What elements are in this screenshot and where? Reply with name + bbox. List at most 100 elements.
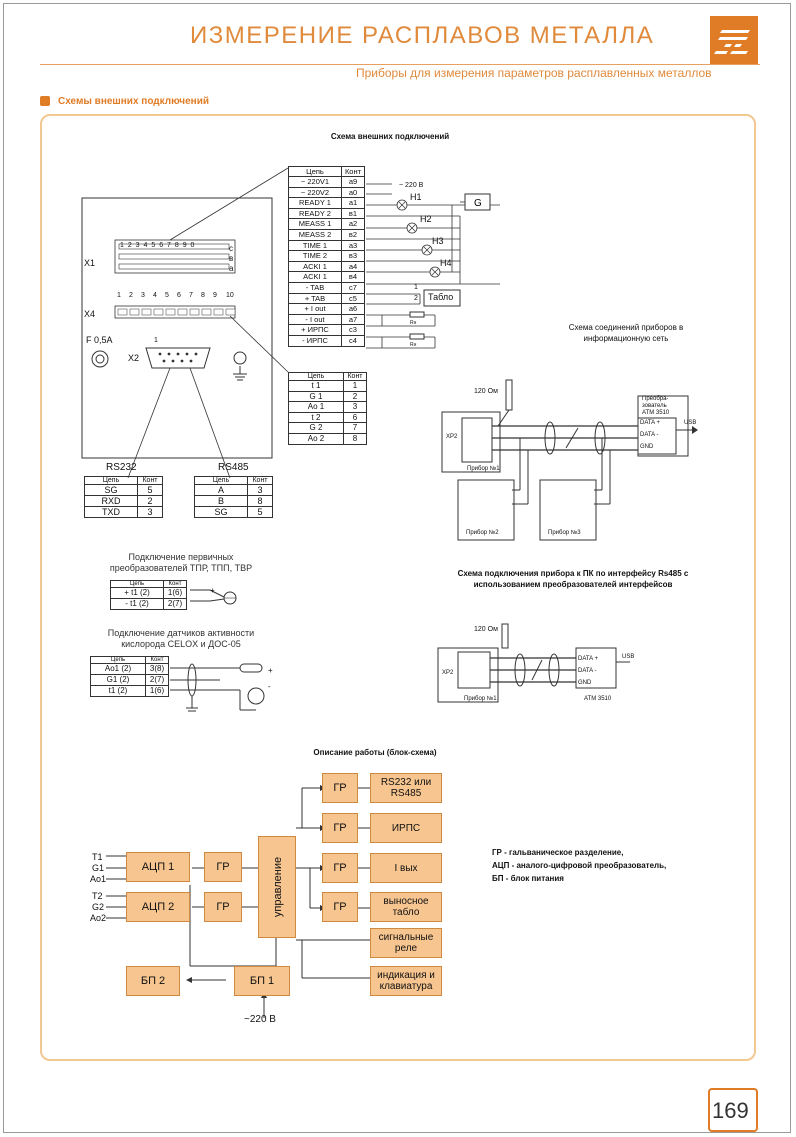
table-cell: 3 xyxy=(247,484,273,496)
table-cell: TXD xyxy=(84,506,138,518)
table-cell: - ИРПС xyxy=(288,334,342,347)
table-cell: B xyxy=(194,495,248,507)
input-ao2: Ao2 xyxy=(90,913,107,923)
output-irps: ИРПС xyxy=(370,813,442,843)
table-cell: A xyxy=(194,484,248,496)
table-cell: в4 xyxy=(341,271,365,283)
control-label: управление xyxy=(272,856,284,918)
pc-caption: Схема подключения прибора к ПК по интерф… xyxy=(457,569,689,589)
legend-line: АЦП - аналого-цифровой преобразователь, xyxy=(492,861,667,870)
pc-device: Прибор №1 xyxy=(464,696,497,702)
tablo-pin-2: 2 xyxy=(414,295,418,302)
rs485-title: RS485 xyxy=(218,462,249,473)
output-tablo: выносное табло xyxy=(370,892,442,922)
network-xp2: XP2 xyxy=(446,434,458,440)
tablo-label: Табло xyxy=(428,292,454,302)
table-cell: READY 1 xyxy=(288,197,342,209)
table-cell: a3 xyxy=(341,239,365,252)
table-cell: ACKI 1 xyxy=(288,260,342,273)
gr-block-adc2: ГР xyxy=(204,892,242,922)
table-header: Конт xyxy=(343,372,367,381)
input-ao1: Ao1 xyxy=(90,874,107,884)
psu1-block: БП 1 xyxy=(234,966,290,996)
legend-line: БП - блок питания xyxy=(492,874,564,883)
supply-220: ~220 В xyxy=(244,1014,276,1025)
x4-num: 5 xyxy=(165,292,169,299)
table-cell: SG xyxy=(194,506,248,518)
page-subtitle: Приборы для измерения параметров расплав… xyxy=(356,66,712,80)
lamp-h1: H1 xyxy=(410,192,422,202)
pc-converter: АТМ 3510 xyxy=(584,696,612,702)
table-cell: 3(8) xyxy=(145,663,169,675)
table-cell: READY 2 xyxy=(288,207,342,220)
table-cell: ~ 220V1 xyxy=(288,176,342,188)
pc-diagram xyxy=(437,623,630,703)
header-divider xyxy=(40,64,760,65)
content-panel xyxy=(40,114,756,1061)
thermocouple-symbol xyxy=(190,589,237,605)
table-cell: a7 xyxy=(341,313,365,326)
table-cell: t 2 xyxy=(288,411,344,424)
table-row: + t1 (2)1(6) xyxy=(110,587,187,599)
pc-gnd: GND xyxy=(578,680,592,686)
resistor-label: Rн xyxy=(410,320,417,326)
primary-plus: + xyxy=(210,586,215,595)
gr-block-out2: ГР xyxy=(322,813,358,843)
adc1-block: АЦП 1 xyxy=(126,852,190,882)
table-cell: + t1 (2) xyxy=(110,587,164,599)
table-cell: в3 xyxy=(341,250,365,262)
external-heading: Схема внешних подключений xyxy=(330,132,450,141)
section-bullet-icon xyxy=(40,96,50,106)
table-row: - t1 (2)2(7) xyxy=(110,598,187,610)
pc-xp2: XP2 xyxy=(442,670,454,676)
oxygen-table-body: Ao1 (2)3(8)G1 (2)2(7)t1 (2)1(6) xyxy=(90,663,169,697)
network-device-2: Прибор №2 xyxy=(466,530,499,536)
table-cell: 5 xyxy=(247,506,273,518)
page-frame xyxy=(3,3,791,1133)
table-cell: a2 xyxy=(341,218,365,230)
table-header: Конт xyxy=(145,656,169,664)
table-cell: SG xyxy=(84,484,138,496)
gr-block-out4: ГР xyxy=(322,892,358,922)
x4-num: 10 xyxy=(226,292,234,299)
table-cell: Ao 2 xyxy=(288,432,344,445)
table-cell: ~ 220V2 xyxy=(288,186,342,199)
output-relay: сигнальные реле xyxy=(370,928,442,958)
table-cell: - TAB xyxy=(288,281,342,294)
x4-num: 8 xyxy=(201,292,205,299)
gr-block-out1: ГР xyxy=(322,773,358,803)
page-number: 169 xyxy=(712,1098,749,1123)
x4-num: 7 xyxy=(189,292,193,299)
pc-resistor: 120 Ом xyxy=(474,626,498,633)
external-diagram: G xyxy=(81,167,500,479)
network-device-3: Прибор №3 xyxy=(548,530,581,536)
table-cell: TIME 1 xyxy=(288,239,342,252)
table-row: Ao1 (2)3(8) xyxy=(90,663,169,675)
table-cell: a0 xyxy=(341,186,365,199)
supply-label: ~ 220 В xyxy=(399,182,424,189)
control-block: управление xyxy=(258,836,296,938)
table-cell: MEASS 1 xyxy=(288,218,342,230)
oxygen-plus: + xyxy=(268,666,273,675)
oxygen-minus: - xyxy=(268,682,271,691)
table-cell: c5 xyxy=(341,292,365,305)
table-cell: 6 xyxy=(343,411,367,424)
network-data-plus: DATA + xyxy=(640,420,660,426)
output-iout: I вых xyxy=(370,853,442,883)
x2-label: X2 xyxy=(128,353,140,363)
table-header: Конт xyxy=(163,580,187,588)
table-cell: 2(7) xyxy=(163,598,187,610)
network-resistor: 120 Ом xyxy=(474,388,498,395)
table-cell: a4 xyxy=(341,260,365,273)
